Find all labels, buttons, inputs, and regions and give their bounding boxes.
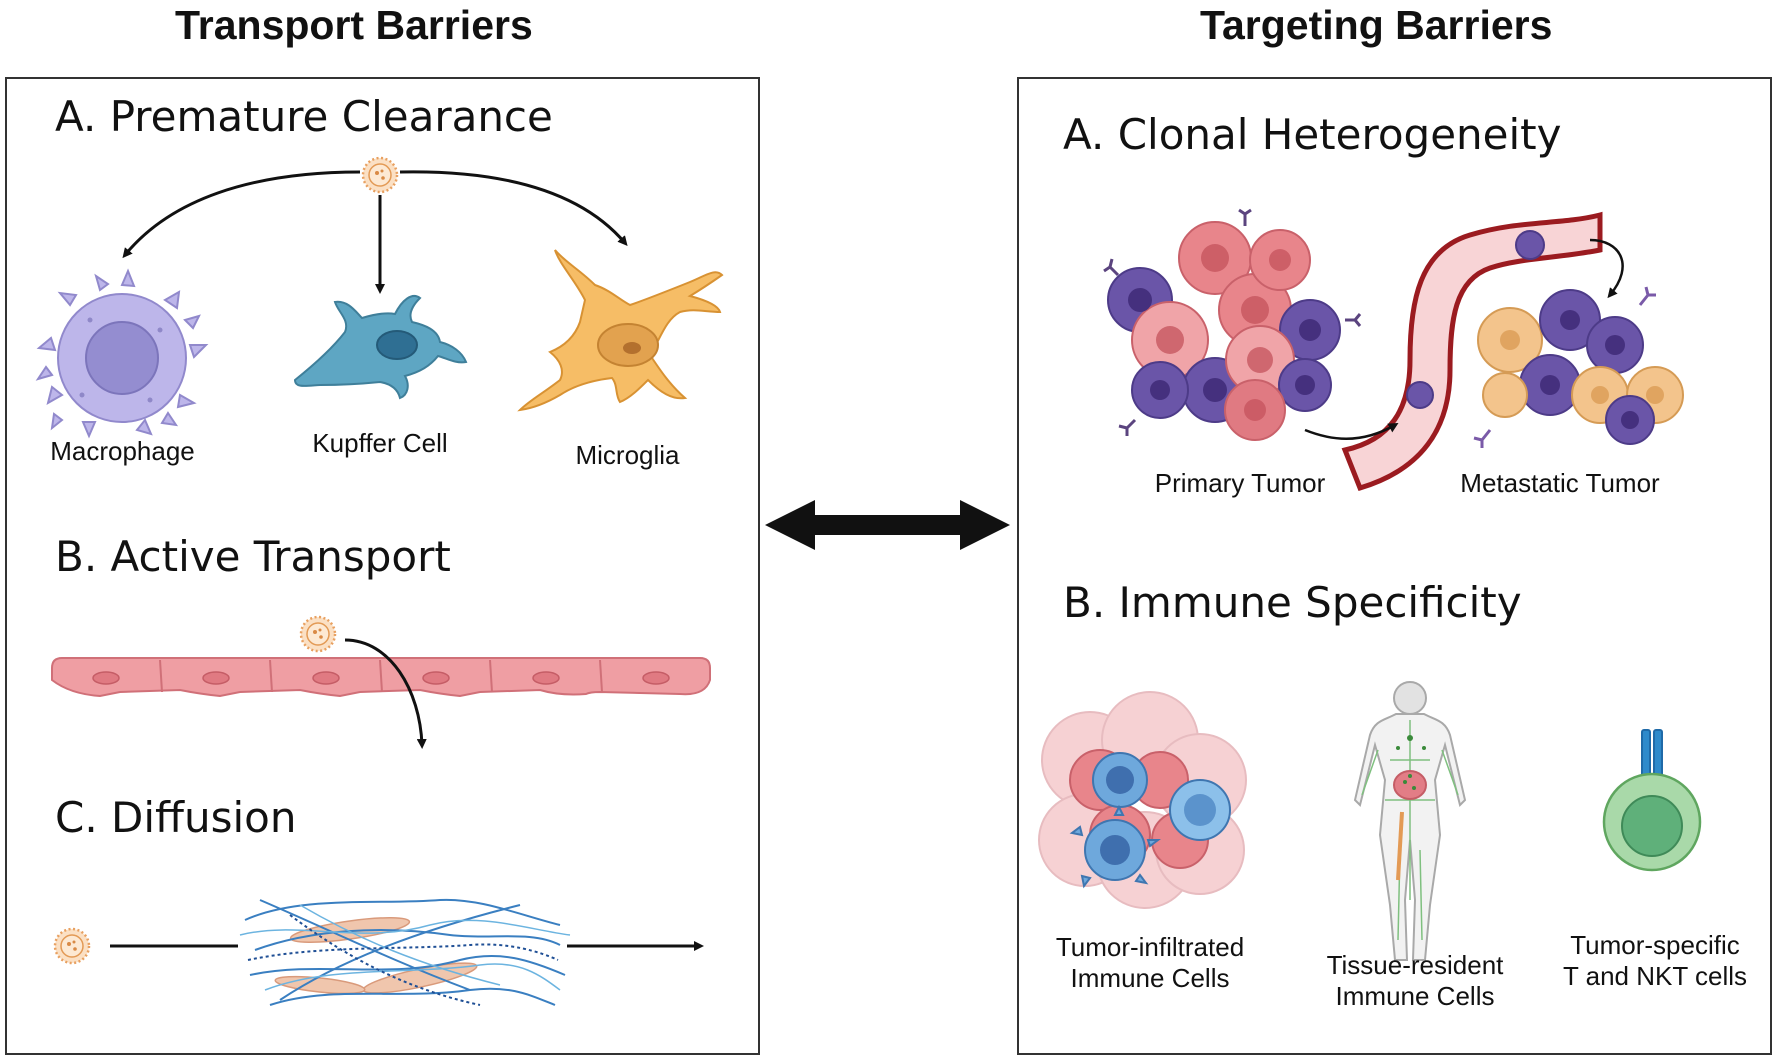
tissue-resident-label: Tissue-resident Immune Cells [1315, 950, 1515, 1012]
extravasation-arrow [1589, 238, 1624, 299]
primary-tumor-label: Primary Tumor [1154, 468, 1326, 498]
tissue-resident-line1: Tissue-resident [1326, 950, 1504, 980]
tissue-resident-line2: Immune Cells [1335, 981, 1495, 1011]
macrophage-icon [35, 268, 209, 439]
microglia-label: Microglia [575, 440, 680, 470]
transcytosis-arrow [344, 638, 427, 749]
t-cell-icon [1602, 729, 1702, 872]
extracellular-matrix-icon [239, 898, 571, 1006]
arrow-to-macrophage [122, 170, 361, 259]
kupffer-cell-icon [293, 295, 468, 400]
tumor-infiltrated-label: Tumor-infiltrated Immune Cells [1040, 932, 1260, 994]
blood-vessel-icon [1341, 211, 1603, 492]
diffusion-heading: C. Diffusion [55, 793, 297, 842]
tumor-specific-label: Tumor-specific T and NKT cells [1550, 930, 1760, 992]
metastatic-tumor-icon [1473, 286, 1684, 448]
intravasation-arrow [1304, 423, 1399, 440]
kupffer-cell-label: Kupffer Cell [312, 428, 448, 458]
microglia-icon [517, 249, 724, 412]
nanoparticle-icon [361, 156, 399, 194]
metastatic-tumor-label: Metastatic Tumor [1460, 468, 1660, 498]
premature-clearance-heading: A. Premature Clearance [55, 92, 553, 141]
primary-tumor-icon [1103, 208, 1362, 441]
arrow-to-microglia [399, 170, 628, 247]
tumor-infiltrated-immune-cells-icon [1038, 691, 1247, 909]
tumor-infiltrated-line1: Tumor-infiltrated [1055, 932, 1245, 962]
transport-barriers-title: Transport Barriers [175, 2, 533, 48]
nanoparticle-icon [299, 615, 337, 653]
bidirectional-arrow [765, 500, 1010, 550]
immune-specificity-heading: B. Immune Specificity [1063, 578, 1522, 627]
targeting-barriers-title: Targeting Barriers [1200, 2, 1553, 48]
endothelium-layer [51, 657, 711, 698]
nanoparticle-icon [53, 927, 91, 965]
macrophage-label: Macrophage [50, 436, 195, 466]
tumor-specific-line2: T and NKT cells [1562, 961, 1747, 991]
active-transport-heading: B. Active Transport [55, 532, 451, 581]
human-body-icon [1353, 681, 1467, 961]
transport-barriers-panel [5, 77, 760, 1055]
tumor-specific-line1: Tumor-specific [1570, 930, 1740, 960]
tumor-infiltrated-line2: Immune Cells [1070, 963, 1230, 993]
clonal-heterogeneity-heading: A. Clonal Heterogeneity [1063, 110, 1562, 159]
